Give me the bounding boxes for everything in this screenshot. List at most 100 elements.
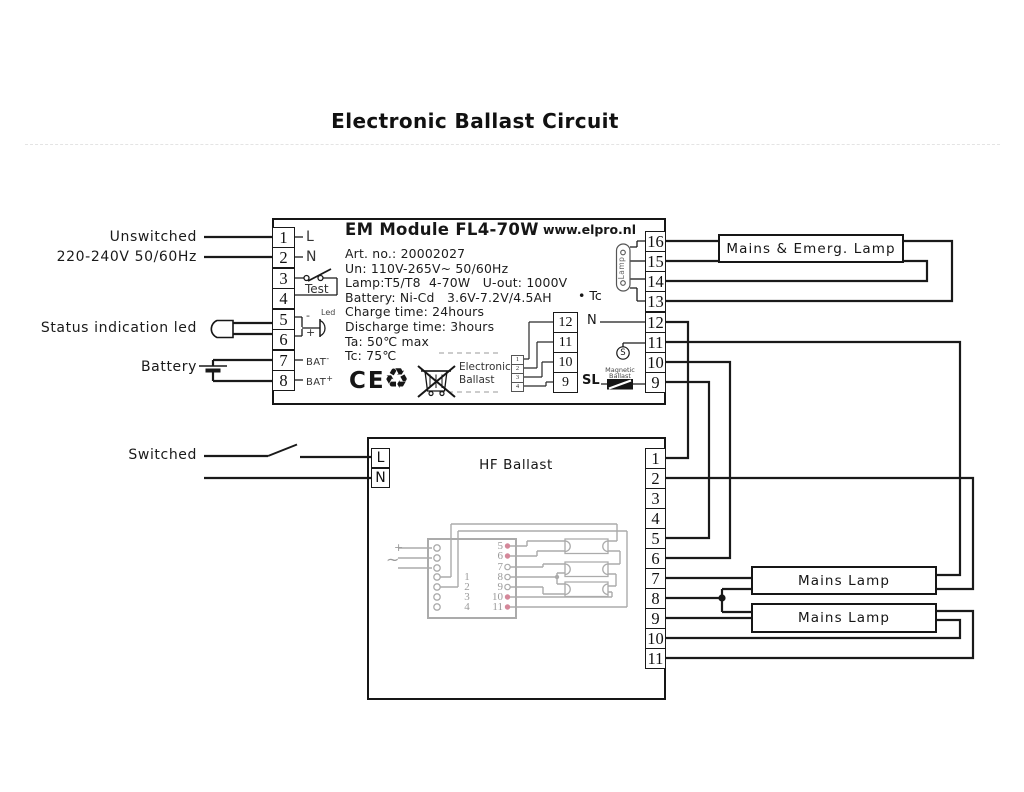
em-label-n-wire: N xyxy=(587,313,597,328)
lamp-wires xyxy=(666,239,975,660)
em-terminal-2: 2 xyxy=(272,247,295,268)
hf-pin-10: 10 xyxy=(492,590,503,603)
hf-pin-6: 6 xyxy=(497,549,504,562)
em-connector-pin-4: 4 xyxy=(511,382,524,392)
hf-ac-tilde-icon: ~ xyxy=(386,550,400,569)
em-label-tc: • Tc xyxy=(578,288,602,303)
label-switched: Switched xyxy=(128,447,197,463)
em-spec-tc: Tc: 75℃ xyxy=(345,348,397,364)
mains-emerg-lamp-box: Mains & Emerg. Lamp xyxy=(718,234,904,263)
em-label-test: Test xyxy=(305,282,329,296)
hf-tube-icons xyxy=(564,538,609,598)
hf-internal xyxy=(398,523,628,619)
em-module-title: EM Module FL4-70W xyxy=(345,220,539,239)
s-sensor-icon xyxy=(616,346,630,360)
em-terminal-3: 3 xyxy=(272,268,295,289)
em-terminal-12: 12 xyxy=(645,312,666,333)
em-label-bat-minus: BAT- xyxy=(306,354,330,368)
em-label-l: L xyxy=(306,229,314,245)
em-terminal-9: 9 xyxy=(645,372,666,393)
em-label-ballast: Ballast xyxy=(459,373,495,386)
mains-lamp-box-2: Mains Lamp xyxy=(751,603,937,633)
label-unswitched: Unswitched xyxy=(109,229,197,245)
battery-icon xyxy=(199,365,227,373)
em-label-bat-plus: BAT+ xyxy=(306,374,334,388)
recycle-icon: ♻ xyxy=(384,362,410,395)
magnetic-ballast-icon xyxy=(607,379,633,390)
hf-pin-8: 8 xyxy=(497,570,504,583)
hf-terminal-4: 4 xyxy=(645,508,666,529)
page-title: Electronic Ballast Circuit xyxy=(331,109,619,133)
hf-terminal-11: 11 xyxy=(645,648,666,669)
hf-terminal-10: 10 xyxy=(645,628,666,649)
em-terminal-5: 5 xyxy=(272,309,295,330)
hf-pin-7: 7 xyxy=(497,560,504,573)
em-terminal-15: 15 xyxy=(645,251,666,272)
led-icon xyxy=(210,319,234,339)
connector-fan-wires xyxy=(524,321,553,387)
supply-wires xyxy=(204,235,371,480)
em-terminal-4: 4 xyxy=(272,288,295,309)
em-lamp-tube-label: Lamp xyxy=(617,256,626,279)
label-status-led: Status indication led xyxy=(40,320,197,336)
hf-terminal-n: N xyxy=(371,468,390,488)
label-supply-voltage: 220-240V 50/60Hz xyxy=(56,249,197,265)
hf-pin-4: 4 xyxy=(464,600,470,613)
hf-terminal-3: 3 xyxy=(645,488,666,509)
label-battery: Battery xyxy=(140,359,197,375)
em-module-website: www.elpro.nl xyxy=(543,222,636,237)
em-terminal-6: 6 xyxy=(272,329,295,350)
hf-right-pin-dots xyxy=(504,543,511,610)
em-label-magnetic-ballast: Magnetic Ballast xyxy=(605,365,635,380)
hf-terminal-9: 9 xyxy=(645,608,666,629)
em-inner-terminal-9: 9 xyxy=(553,372,578,393)
em-terminal-16: 16 xyxy=(645,231,666,252)
lamp-tube-icon xyxy=(615,243,631,292)
em-terminal-14: 14 xyxy=(645,271,666,292)
em-spec-lamp: Lamp:T5/T8 4-70W U-out: 1000V xyxy=(345,275,568,291)
em-terminal-10: 10 xyxy=(645,352,666,373)
hf-terminal-7: 7 xyxy=(645,568,666,589)
em-spec-battery: Battery: Ni-Cd 3.6V-7.2V/4.5AH xyxy=(345,289,552,305)
hf-module-box xyxy=(367,437,666,700)
hf-terminal-1: 1 xyxy=(645,448,666,469)
em-spec-art-no: Art. no.: 20002027 xyxy=(345,246,466,261)
weee-bin-icon xyxy=(417,365,456,398)
em-terminal-8: 8 xyxy=(272,370,295,391)
junction-dot xyxy=(718,594,726,602)
ce-mark-icon: CE xyxy=(349,368,386,394)
em-label-minus: - xyxy=(306,309,310,322)
hf-pin-11: 11 xyxy=(492,600,503,613)
em-spec-ta: Ta: 50℃ max xyxy=(345,333,430,349)
hf-pin-9: 9 xyxy=(497,580,504,593)
hf-pin-1: 1 xyxy=(464,570,470,583)
em-spec-un: Un: 110V-265V~ 50/60Hz xyxy=(345,260,509,276)
em-spec-discharge: Discharge time: 3hours xyxy=(345,319,495,334)
em-terminal-7: 7 xyxy=(272,350,295,371)
internal-led-icon xyxy=(319,319,326,337)
em-label-sl: SL xyxy=(582,373,600,388)
mains-lamp-box-1: Mains Lamp xyxy=(751,566,937,595)
em-internal-wires xyxy=(295,236,645,385)
em-spec-charge: Charge time: 24hours xyxy=(345,304,485,320)
hf-pin-3: 3 xyxy=(464,590,470,603)
em-inner-terminal-11: 11 xyxy=(553,332,578,353)
page-dashed-fold-line xyxy=(25,144,1000,145)
hf-terminal-l: L xyxy=(371,448,390,468)
em-inner-terminal-10: 10 xyxy=(553,352,578,373)
em-label-s: S xyxy=(620,347,626,358)
em-terminal-11: 11 xyxy=(645,332,666,353)
em-terminal-1: 1 xyxy=(272,227,295,248)
hf-terminal-6: 6 xyxy=(645,548,666,569)
test-switch-icon xyxy=(303,268,332,282)
em-label-n: N xyxy=(306,249,317,265)
hf-terminal-8: 8 xyxy=(645,588,666,609)
em-inner-terminal-12: 12 xyxy=(553,312,578,333)
hf-terminal-5: 5 xyxy=(645,528,666,549)
em-label-plus: + xyxy=(306,326,316,339)
hf-pin-5: 5 xyxy=(497,539,504,552)
hf-pin-2: 2 xyxy=(464,580,470,593)
hf-ac-plus: + xyxy=(394,541,404,554)
